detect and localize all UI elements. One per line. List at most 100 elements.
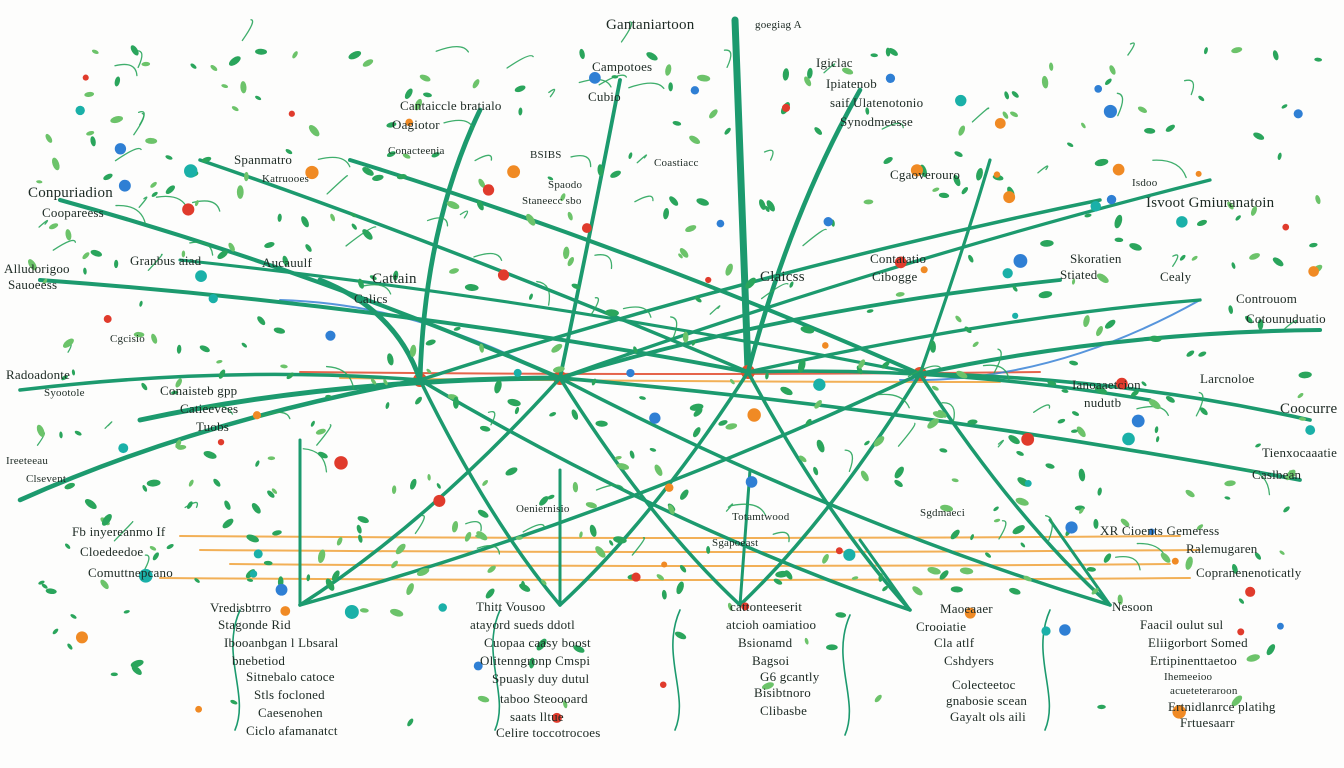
- leaf: [706, 545, 711, 554]
- leaf: [251, 503, 261, 514]
- leaf: [482, 479, 489, 486]
- leaf: [835, 612, 847, 618]
- leaf: [805, 418, 812, 427]
- leaf: [246, 578, 254, 582]
- label-cubio: Cubio: [588, 89, 621, 104]
- accent-dot: [1148, 528, 1155, 535]
- twig: [1033, 404, 1051, 413]
- leaf: [1004, 91, 1010, 100]
- leaf: [993, 518, 1001, 523]
- twig: [725, 503, 734, 512]
- leaf: [993, 506, 999, 512]
- label-colecteetoc: Colecteetoc: [952, 677, 1016, 692]
- leaf: [255, 460, 260, 467]
- leaf: [464, 531, 472, 542]
- label-katruooes: Katruooes: [262, 173, 310, 185]
- leaf: [507, 398, 521, 407]
- leaf: [267, 456, 276, 461]
- leaf: [325, 578, 335, 591]
- accent-dot: [217, 439, 225, 446]
- accent-dot: [118, 443, 129, 454]
- lower-branch: [558, 376, 1112, 607]
- accent-dot: [823, 217, 833, 227]
- tendril: [492, 609, 501, 731]
- tree-branch: [57, 197, 563, 381]
- leaf: [64, 482, 75, 490]
- label-synodmeesse: Synodmeesse: [840, 114, 913, 129]
- accent-dot: [1013, 254, 1028, 268]
- leaf: [1196, 524, 1204, 530]
- label-radoadonte: Radoadonte: [6, 367, 71, 382]
- lower-branch: [418, 378, 912, 612]
- leaf: [595, 420, 608, 427]
- leaf: [1010, 111, 1018, 118]
- accent-dot: [964, 607, 976, 619]
- leaf: [286, 372, 294, 380]
- leaf: [451, 520, 459, 533]
- accent-dot: [325, 330, 336, 341]
- accent-dot: [690, 86, 700, 95]
- leaf: [103, 173, 113, 181]
- twig: [620, 21, 633, 43]
- leaf: [308, 124, 320, 137]
- leaf: [285, 149, 293, 155]
- label-bagsoi: Bagsoi: [752, 653, 790, 668]
- leaf: [1281, 104, 1288, 109]
- twig: [317, 156, 351, 168]
- leaf: [487, 565, 496, 573]
- leaf: [813, 466, 819, 476]
- leaf: [359, 608, 369, 613]
- leaf: [1254, 552, 1262, 560]
- leaf: [730, 379, 735, 385]
- leaf: [1071, 429, 1078, 433]
- leaf: [766, 200, 775, 212]
- twig: [1183, 79, 1195, 96]
- leaf: [1165, 395, 1175, 403]
- leaf: [263, 560, 273, 566]
- accent-dot: [118, 179, 131, 192]
- leaf: [228, 56, 241, 66]
- leaf: [697, 74, 711, 82]
- label-gcantly: G6 gcantly: [760, 669, 820, 684]
- leaf: [1224, 496, 1231, 500]
- leaf: [764, 205, 770, 212]
- accent-dot: [75, 105, 85, 116]
- twig: [971, 107, 990, 123]
- leaf: [1204, 47, 1208, 55]
- accent-dot: [894, 256, 907, 269]
- leaf: [1297, 392, 1304, 399]
- leaf: [547, 176, 554, 181]
- leaf: [431, 152, 440, 158]
- leaf: [255, 48, 268, 55]
- leaf: [395, 543, 406, 555]
- leaf: [1091, 588, 1099, 595]
- leaf: [709, 109, 718, 119]
- label-caslbean: Caslbean: [1252, 467, 1302, 482]
- leaf: [937, 409, 947, 418]
- label-stls: Stls focloned: [254, 687, 325, 702]
- leaf: [927, 418, 939, 429]
- leaf: [464, 284, 479, 291]
- leaf: [479, 425, 491, 432]
- leaf: [110, 116, 124, 124]
- label-atcioh: atcioh oamiatioo: [726, 617, 817, 632]
- leaf: [696, 198, 709, 206]
- accent-dot: [208, 294, 218, 304]
- leaf: [515, 536, 523, 540]
- leaf: [964, 326, 972, 334]
- label-cantaiccle: Cantaiccle bratialo: [400, 98, 502, 113]
- label-ianoaaetcion: Ianoaaetcion: [1072, 377, 1141, 392]
- leaf: [571, 409, 579, 420]
- leaf: [676, 581, 684, 595]
- twig: [897, 422, 916, 447]
- leaf: [860, 470, 869, 482]
- label-top-center: Gantaniartoon: [606, 17, 695, 33]
- twig: [634, 195, 654, 203]
- label-spaodo: Spaodo: [548, 179, 583, 191]
- leaf: [171, 390, 179, 395]
- label-gayalt: Gayalt ols aili: [950, 709, 1026, 724]
- leaf: [331, 570, 340, 582]
- tree-branch: [198, 158, 750, 374]
- leaf: [1086, 567, 1096, 572]
